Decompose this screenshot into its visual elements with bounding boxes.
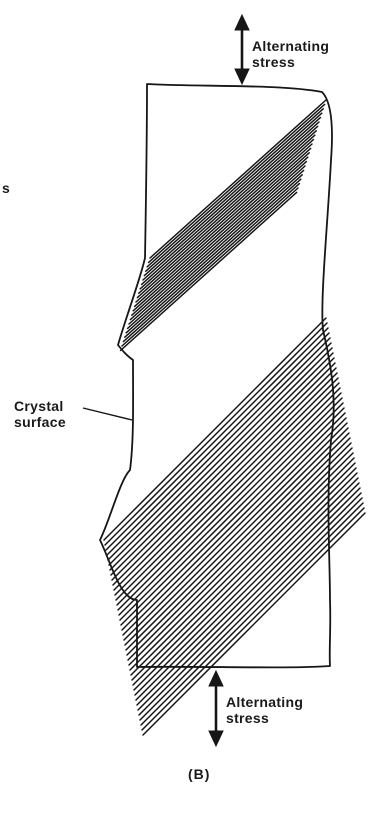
upper-slip-band bbox=[121, 100, 326, 350]
crystal-surface-label: Crystal surface bbox=[14, 398, 66, 430]
bottom-stress-line1: Alternating bbox=[226, 694, 303, 710]
slip-line bbox=[146, 113, 322, 271]
crystal-line2: surface bbox=[14, 414, 66, 430]
bottom-stress-label: Alternating stress bbox=[226, 694, 303, 726]
slip-line bbox=[137, 140, 313, 298]
cropped-label-fragment: s bbox=[2, 180, 10, 196]
slip-line bbox=[132, 157, 308, 315]
panel-label-text: (B) bbox=[188, 766, 210, 782]
bottom-stress-line2: stress bbox=[226, 710, 303, 726]
bottom-stress-arrow bbox=[209, 671, 223, 746]
slip-line bbox=[130, 162, 306, 320]
slip-line bbox=[122, 188, 298, 346]
top-stress-line1: Alternating bbox=[252, 38, 329, 54]
slip-line bbox=[139, 135, 315, 293]
slip-line bbox=[150, 100, 326, 258]
slip-line bbox=[129, 166, 305, 324]
slip-line bbox=[142, 126, 318, 284]
slip-line bbox=[140, 131, 316, 289]
slip-line bbox=[147, 109, 323, 267]
slip-line bbox=[125, 179, 301, 337]
slip-line bbox=[123, 184, 299, 342]
slip-line bbox=[126, 175, 302, 333]
panel-label: (B) bbox=[188, 766, 210, 782]
slip-line bbox=[128, 170, 304, 328]
slip-line bbox=[149, 104, 325, 262]
crystal-line1: Crystal bbox=[14, 398, 66, 414]
crystal-surface-leader bbox=[83, 408, 132, 420]
slip-line bbox=[133, 153, 309, 311]
slip-line bbox=[136, 144, 312, 302]
top-stress-line2: stress bbox=[252, 54, 329, 70]
top-stress-label: Alternating stress bbox=[252, 38, 329, 70]
slip-line bbox=[135, 148, 311, 306]
slip-line bbox=[144, 118, 320, 276]
lower-slip-band bbox=[104, 318, 365, 735]
fragment-text: s bbox=[2, 180, 10, 196]
top-stress-arrow bbox=[235, 15, 249, 84]
slip-line bbox=[121, 192, 297, 350]
slip-line bbox=[143, 122, 319, 280]
